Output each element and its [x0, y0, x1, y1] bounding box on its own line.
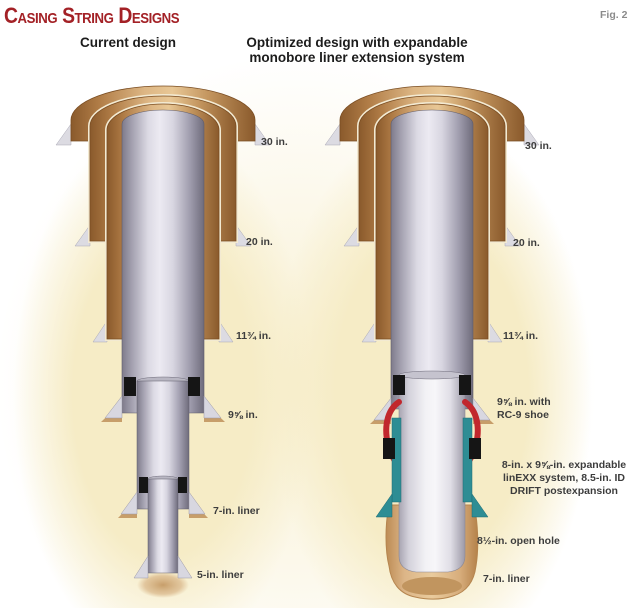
right-liner-hanger-left: [393, 375, 405, 395]
label-right-20in: 20 in.: [513, 237, 540, 249]
label-right-11in: 11¾ in.: [503, 330, 539, 342]
left-7in-hanger-left: [124, 377, 136, 396]
left-20in-wing-left: [74, 224, 91, 247]
left-well: [55, 85, 271, 598]
right-well: [324, 85, 540, 600]
label-right-linexx: 8-in. x 9⅝-in. expandable linEXX system,…: [501, 459, 627, 497]
left-7in-wing-right: [188, 491, 206, 515]
right-expanded-liner-body: [398, 374, 466, 573]
linexx-system: [375, 417, 489, 518]
right-column-header: Optimized design with expandable monobor…: [246, 35, 468, 65]
left-5in-wing-right: [177, 555, 193, 579]
left-9in-wing-left: [104, 395, 123, 419]
linexx-hanger-right: [469, 438, 481, 459]
left-liner-5in: [133, 475, 193, 598]
label-left-30in: 30 in.: [261, 136, 288, 148]
left-well-bottom-shadow: [137, 572, 189, 598]
label-left-20in: 20 in.: [246, 236, 273, 248]
label-right-open-hole: 8½-in. open hole: [477, 535, 560, 547]
linexx-strip-right: [462, 417, 473, 503]
right-11in-wing-right: [487, 320, 503, 343]
right-hole-bottom-shadow: [402, 577, 462, 595]
left-5in-body: [147, 478, 179, 574]
label-left-5in-liner: 5-in. liner: [197, 569, 244, 581]
right-liner-hanger-right: [459, 375, 471, 395]
label-right-30in: 30 in.: [525, 140, 552, 152]
label-right-7in-liner: 7-in. liner: [483, 573, 530, 585]
linexx-wing-left: [375, 493, 393, 518]
linexx-strip-left: [391, 417, 402, 503]
label-left-11in: 11¾ in.: [236, 330, 272, 342]
right-liner-top-cap: [398, 370, 466, 380]
left-7in-hanger-right: [188, 377, 200, 396]
left-9in-body: [121, 109, 205, 414]
left-30in-wing-left: [55, 123, 72, 146]
figure-number: Fig. 2: [600, 9, 628, 21]
linexx-wing-right: [471, 493, 489, 518]
left-5in-wing-left: [133, 555, 149, 579]
right-30in-wing-left: [324, 123, 341, 146]
right-9in-body: [390, 109, 474, 410]
left-casing-9in: [101, 109, 225, 422]
label-left-9in: 9⅝ in.: [228, 409, 258, 421]
left-5in-hanger-right: [178, 477, 187, 493]
right-11in-wing-left: [361, 320, 377, 343]
left-7in-wing-left: [120, 491, 138, 515]
label-left-7in-liner: 7-in. liner: [213, 505, 260, 517]
left-5in-hanger-left: [139, 477, 148, 493]
left-11in-wing-left: [92, 320, 108, 343]
linexx-hanger-left: [383, 438, 395, 459]
left-9in-wing-right: [203, 395, 222, 419]
left-11in-wing-right: [218, 320, 234, 343]
right-20in-wing-left: [343, 224, 360, 247]
figure-title: Casing String Designs: [4, 3, 180, 28]
left-column-header: Current design: [79, 35, 176, 50]
label-right-9in-rc9: 9⅝ in. with RC-9 shoe: [497, 396, 551, 421]
